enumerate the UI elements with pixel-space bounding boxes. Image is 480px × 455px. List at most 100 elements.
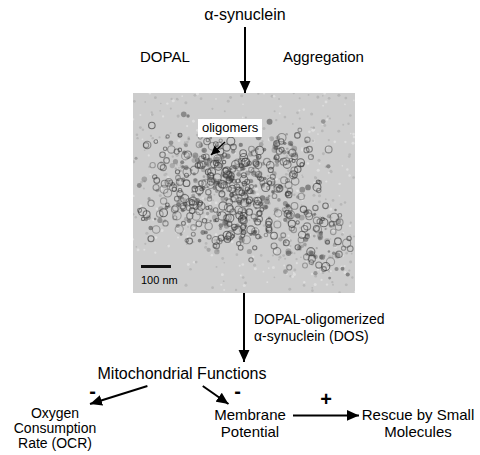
grain-dot (308, 131, 311, 134)
oligomer-particle (225, 237, 229, 241)
grain-dot (139, 114, 141, 116)
oligomer-particle (309, 260, 313, 264)
grain-dot (215, 201, 218, 204)
label-holder: - (89, 381, 96, 401)
label-holder: Aggregation (283, 48, 364, 66)
oligomer-particle (266, 225, 272, 231)
oligomer-particle (213, 208, 218, 213)
oligomer-particle (154, 218, 157, 221)
grain-dot (328, 172, 330, 174)
grain-dot (298, 110, 300, 112)
grain-dot (295, 258, 297, 260)
grain (133, 93, 355, 293)
oligomer-particle (284, 241, 286, 243)
oligomer-particle (287, 188, 292, 193)
grain-dot (325, 180, 327, 182)
oligomer-particle (166, 203, 170, 207)
oligomer-particle (313, 271, 317, 275)
oligomer-particle (287, 265, 292, 270)
grain-dot (193, 227, 195, 229)
grain-dot (311, 289, 314, 292)
oligomer-particle (244, 232, 246, 234)
oligomer-particle (169, 140, 174, 145)
oligomer-particle (312, 213, 316, 217)
grain-dot (326, 283, 328, 285)
grain-dot (255, 188, 258, 191)
annotation-label: Aggregation (283, 48, 364, 66)
grain-dot (302, 176, 304, 178)
grain-dot (231, 241, 234, 244)
grain-dot (338, 291, 341, 293)
oligomer-particle (226, 199, 232, 205)
oligomer-particle (215, 163, 223, 171)
node-text: Rescue by Small Molecules (361, 406, 475, 440)
oligomer-particle (251, 168, 259, 176)
grain-dot (328, 97, 331, 100)
grain-dot (189, 268, 192, 271)
grain-dot (151, 111, 153, 113)
oligomer-particle (231, 144, 237, 150)
oligomer-particle (193, 178, 198, 183)
oligomer-particle (297, 159, 305, 167)
grain-dot (322, 105, 324, 107)
node-text: Membrane Potential (209, 406, 291, 440)
grain-dot (344, 265, 346, 267)
oligomer-particle (143, 143, 148, 148)
oligomer-particle (146, 215, 151, 220)
grain-dot (312, 194, 315, 197)
text-node: Membrane Potential (207, 404, 293, 442)
grain-dot (133, 118, 134, 120)
oligomer-particle (149, 122, 156, 129)
grain-dot (303, 281, 305, 283)
oligomer-particle (300, 163, 304, 167)
oligomer-particle (283, 240, 289, 246)
oligomer-particle (208, 206, 212, 210)
grain-dot (223, 289, 225, 291)
grain-dot (287, 169, 290, 172)
grain-dot (133, 213, 134, 216)
oligomer-particle (271, 232, 278, 239)
oligomer-particle (164, 158, 170, 164)
grain-dot (314, 176, 317, 179)
grain-dot (186, 125, 188, 127)
grain-dot (292, 123, 294, 125)
oligomer-particle (160, 209, 168, 217)
grain-dot (244, 282, 247, 285)
grain-dot (279, 105, 281, 107)
node-text: oligomers (202, 120, 258, 136)
grain-dot (351, 276, 353, 278)
oligomer-particle (245, 170, 250, 175)
oligomer-particle (288, 160, 291, 163)
flow-arrow (244, 27, 246, 93)
grain-dot (178, 139, 181, 142)
label-holder: DOPAL-oligomerized α-synuclein (DOS) (254, 311, 394, 345)
grain-dot (210, 155, 212, 157)
oligomer-particle (321, 119, 326, 124)
grain-dot (287, 235, 289, 237)
node-text: α-synuclein (204, 5, 285, 25)
grain-dot (342, 124, 344, 126)
grain-dot (310, 112, 313, 115)
grain-dot (184, 141, 186, 143)
grain-dot (321, 130, 324, 133)
oligomer-particle (223, 215, 229, 221)
oligomer-particle (202, 179, 210, 187)
text-node: Oxygen Consumption Rate (OCR) (5, 404, 105, 453)
grain-dot (239, 265, 241, 267)
oligomer-particle (198, 193, 202, 197)
oligomer-particle (291, 203, 298, 210)
grain-dot (350, 133, 352, 135)
grain-dot (317, 169, 320, 172)
oligomer-particle (222, 160, 226, 164)
oligomer-particle (202, 219, 206, 223)
grain-dot (284, 258, 286, 260)
grain-dot (320, 271, 322, 273)
grain-dot (332, 284, 334, 286)
grain-dot (301, 174, 303, 176)
grain-dot (354, 291, 355, 293)
oligomer-particle (325, 146, 332, 153)
grain-dot (342, 165, 344, 167)
grain-dot (170, 108, 172, 110)
grain-dot (274, 277, 276, 279)
